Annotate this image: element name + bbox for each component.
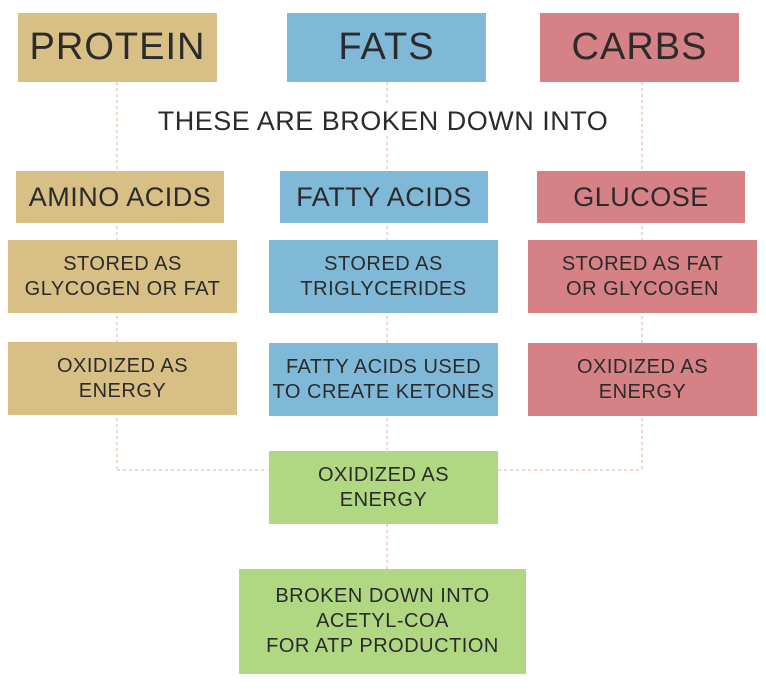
protein-header: PROTEIN: [18, 13, 217, 82]
fatty-acids-box: FATTY ACIDS: [280, 171, 488, 223]
acetyl-coa-box: BROKEN DOWN INTO ACETYL-COA FOR ATP PROD…: [239, 569, 526, 674]
carbs-header: CARBS: [540, 13, 739, 82]
glucose-box: GLUCOSE: [537, 171, 745, 223]
protein-oxidized-box: OXIDIZED AS ENERGY: [8, 342, 237, 415]
broken-down-label: THESE ARE BROKEN DOWN INTO: [0, 106, 766, 137]
common-oxidized-box: OXIDIZED AS ENERGY: [269, 451, 498, 524]
fats-header: FATS: [287, 13, 486, 82]
carbs-oxidized-box: OXIDIZED AS ENERGY: [528, 343, 757, 416]
protein-stored-box: STORED AS GLYCOGEN OR FAT: [8, 240, 237, 313]
fats-stored-box: STORED AS TRIGLYCERIDES: [269, 240, 498, 313]
carbs-stored-box: STORED AS FAT OR GLYCOGEN: [528, 240, 757, 313]
ketones-box: FATTY ACIDS USED TO CREATE KETONES: [269, 343, 498, 416]
amino-acids-box: AMINO ACIDS: [16, 171, 224, 223]
